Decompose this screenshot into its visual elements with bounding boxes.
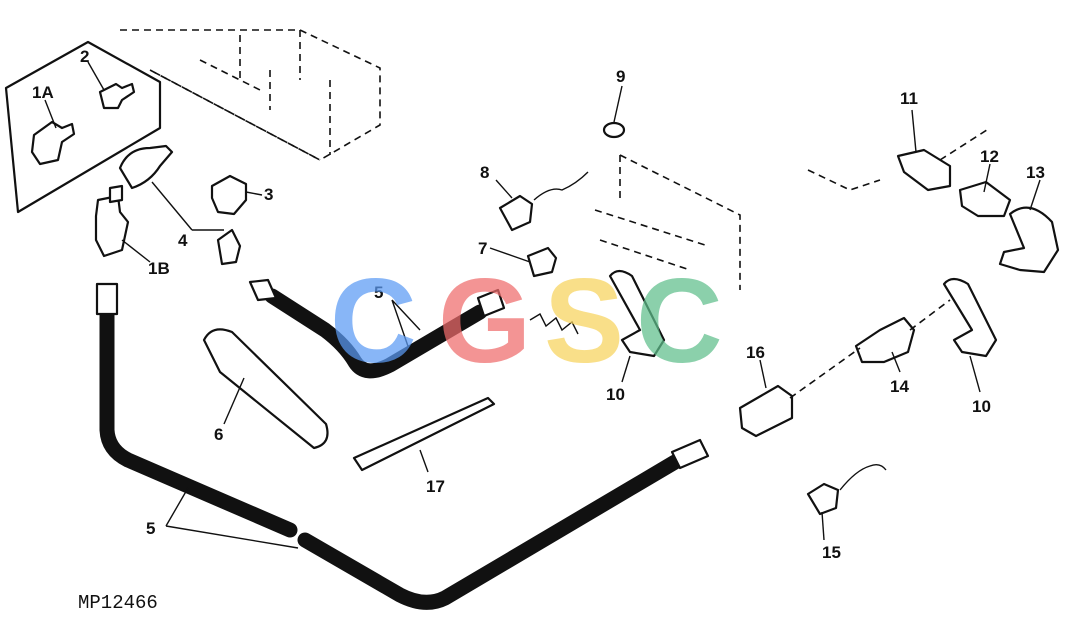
assembly-axis-right [789,299,951,399]
leader-lines [44,61,1041,549]
spring [529,313,579,335]
callout-9: 9 [616,67,625,86]
callout-1a: 1A [32,83,54,102]
callout-2: 2 [80,47,89,66]
part-1b-tip [108,184,124,204]
part-8-chain [533,171,589,201]
callout-10-center: 10 [606,385,625,404]
watermark-letter-3: S [544,254,624,388]
watermark-letter-4: C [636,254,723,388]
hose-center-end-left [248,278,278,302]
callout-1b: 1B [148,259,170,278]
hose-end-right [670,438,710,470]
callout-14: 14 [890,377,909,396]
watermark-letter-2: G [438,254,531,388]
part-6 [202,328,329,450]
callout-13: 13 [1026,163,1045,182]
callout-5-lower: 5 [146,519,155,538]
part-1b [94,194,130,258]
hose-long [99,302,298,538]
part-7 [526,246,558,278]
callout-12: 12 [980,147,999,166]
part-15 [806,482,840,516]
hose-center [264,288,488,379]
callout-16: 16 [746,343,765,362]
frame-outline-right [807,127,991,191]
part-9 [602,121,626,139]
callout-11: 11 [900,89,918,108]
hose-center-end-right [476,288,506,318]
callout-8: 8 [480,163,489,182]
part-17 [352,396,496,472]
callout-6: 6 [214,425,223,444]
callout-10-right: 10 [972,397,991,416]
figure-id: MP12466 [78,592,158,614]
part-8 [498,194,534,232]
callout-5-center: 5 [374,283,383,302]
part-16 [738,384,794,438]
hose-long-lower [297,454,683,610]
part-1a [30,120,76,166]
callout-7: 7 [478,239,487,258]
part-4-lower [216,228,242,266]
watermark-letter-1: C [330,254,417,388]
valve-block-outline [120,29,381,161]
part-15-chain [839,463,887,491]
part-10-center [608,269,666,358]
part-13 [998,206,1060,274]
callout-17: 17 [426,477,445,496]
watermark: C G S C [330,254,723,388]
bracket-outline [594,154,741,290]
part-3 [210,174,248,216]
part-11 [896,148,952,192]
part-14 [854,316,916,364]
inset-frame [4,40,162,214]
part-10-right [942,277,998,358]
part-2 [98,82,136,110]
callout-3: 3 [264,185,273,204]
callout-4-upper: 4 [178,231,188,250]
hose-end-left [95,282,119,316]
callout-15: 15 [822,543,841,562]
part-4-upper [118,144,174,190]
